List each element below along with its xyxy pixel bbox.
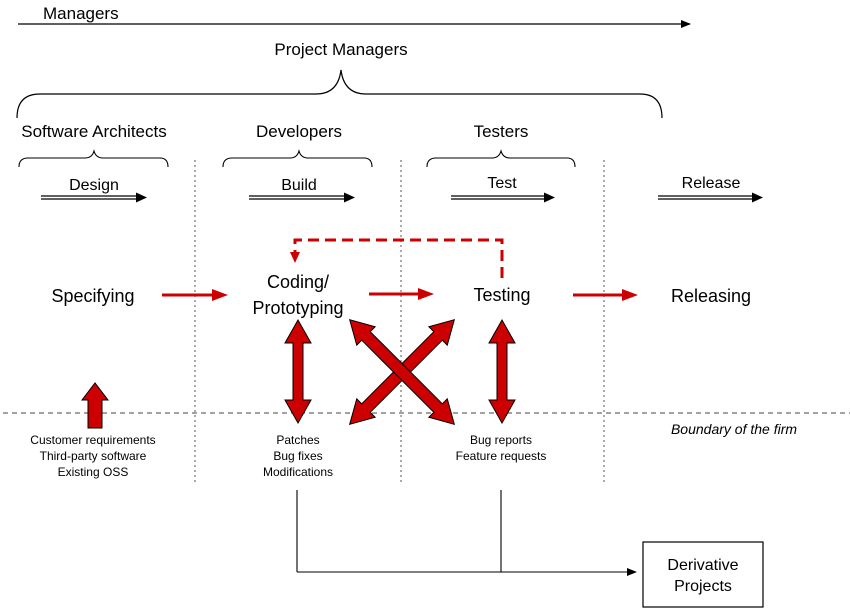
flow-arrow-testing-to-releasing xyxy=(573,289,638,301)
release-label: Release xyxy=(682,175,741,192)
testers-exchange-arrow xyxy=(488,318,516,425)
developers-brace xyxy=(222,149,373,168)
design-arrow xyxy=(41,192,147,203)
build-label: Build xyxy=(281,177,317,194)
specifying-label: Specifying xyxy=(51,286,134,306)
project-managers-brace xyxy=(16,69,663,119)
release-arrow xyxy=(658,192,763,203)
testing-label: Testing xyxy=(473,285,530,305)
third-party-software-text: Third-party software xyxy=(40,449,147,463)
test-arrow xyxy=(451,192,555,203)
firm-boundary-label: Boundary of the firm xyxy=(671,421,797,437)
releasing-label: Releasing xyxy=(671,286,751,306)
customer-input-arrow xyxy=(80,382,110,429)
project-managers-label: Project Managers xyxy=(274,40,407,59)
derivative-projects-box xyxy=(642,541,764,608)
bug-fixes-text: Bug fixes xyxy=(273,449,322,463)
derivative-connector-lines xyxy=(296,490,637,576)
flow-arrow-coding-to-testing xyxy=(369,288,434,300)
build-arrow xyxy=(249,192,355,203)
feedback-loop-arrow xyxy=(290,238,504,278)
developers-label: Developers xyxy=(256,122,342,141)
cross-arrow-diagonal-b xyxy=(348,318,456,426)
modifications-text: Modifications xyxy=(263,465,333,479)
testers-label: Testers xyxy=(474,122,529,141)
feature-requests-text: Feature requests xyxy=(456,449,547,463)
existing-oss-text: Existing OSS xyxy=(58,465,129,479)
design-label: Design xyxy=(69,177,119,194)
software-architects-brace xyxy=(18,149,169,168)
customer-requirements-text: Customer requirements xyxy=(30,433,155,447)
column-separators xyxy=(194,160,605,485)
developers-exchange-arrow xyxy=(284,318,312,425)
derivative-label-line1: Derivative xyxy=(667,557,738,574)
software-architects-label: Software Architects xyxy=(21,122,167,141)
coding-label-line1: Coding/ xyxy=(267,272,329,292)
managers-label: Managers xyxy=(43,4,119,23)
testers-brace xyxy=(426,149,576,168)
derivative-label-line2: Projects xyxy=(674,578,732,595)
bug-reports-text: Bug reports xyxy=(470,433,532,447)
flow-arrow-specifying-to-coding xyxy=(162,289,228,301)
test-label: Test xyxy=(487,175,517,192)
coding-label-line2: Prototyping xyxy=(252,298,343,318)
patches-text: Patches xyxy=(276,433,319,447)
